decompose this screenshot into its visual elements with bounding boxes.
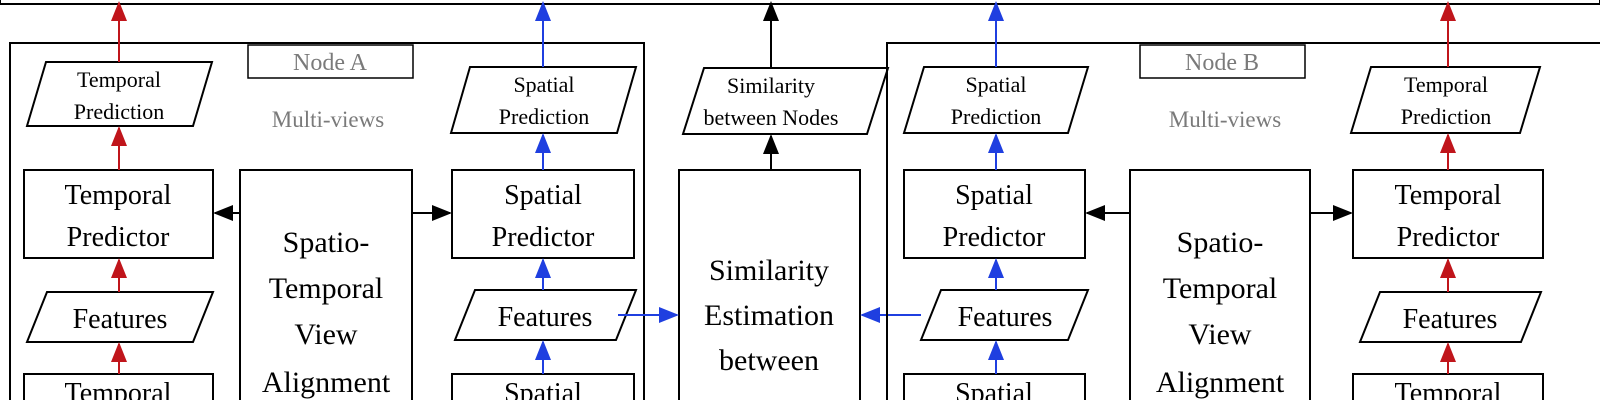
node-b-temporal-prediction-line2: Prediction xyxy=(1401,104,1491,129)
top-output-bar xyxy=(0,0,1600,5)
similarity-estimation-box xyxy=(678,169,861,400)
similarity-estimation-line3: between xyxy=(719,344,819,377)
node-b-spatial-features-box xyxy=(919,289,1090,341)
node-b-temporal-features-box xyxy=(1358,291,1543,343)
node-a-temporal-prediction-line2: Prediction xyxy=(74,99,164,124)
node-a-alignment-line2: Temporal xyxy=(269,272,384,305)
node-b-alignment-line3: View xyxy=(1188,318,1252,351)
node-b-temporal-features: Features xyxy=(1403,304,1498,335)
node-b-spatial-predictor-line2: Predictor xyxy=(943,222,1046,253)
node-b-border xyxy=(886,42,1600,400)
node-b-spatial-prediction-box xyxy=(902,66,1090,134)
node-b-alignment-line4: Alignment xyxy=(1156,366,1285,399)
similarity-estimation-line2: Estimation xyxy=(704,299,834,332)
similarity-output-line2: between Nodes xyxy=(703,105,838,130)
node-b-spatial-input: Spatial xyxy=(955,378,1033,400)
node-b-temporal-predictor-line2: Predictor xyxy=(1397,222,1500,253)
node-b-temporal-prediction-line1: Temporal xyxy=(1404,72,1488,97)
node-b-alignment-line1: Spatio- xyxy=(1177,226,1264,259)
node-a-spatial-predictor-box xyxy=(451,169,635,259)
node-a-title-box xyxy=(247,44,414,79)
node-a-border xyxy=(9,42,645,400)
node-a-temporal-features: Features xyxy=(73,304,168,335)
node-a-alignment-line1: Spatio- xyxy=(283,226,370,259)
node-b-temporal-input: Temporal xyxy=(1395,378,1502,400)
node-b-alignment-line2: Temporal xyxy=(1163,272,1278,305)
node-a-title: Node A xyxy=(293,50,368,76)
node-a-spatial-prediction-line2: Prediction xyxy=(499,104,589,129)
similarity-output-line1: Similarity xyxy=(727,73,815,98)
node-a-spatial-features: Features xyxy=(498,302,593,333)
node-b-temporal-predictor-line1: Temporal xyxy=(1395,180,1502,211)
node-a-temporal-prediction-box xyxy=(25,61,214,127)
node-a-temporal-predictor-line1: Temporal xyxy=(65,180,172,211)
node-a-spatial-features-box xyxy=(453,289,638,341)
node-b-spatial-prediction-line1: Spatial xyxy=(965,72,1026,97)
node-b-spatial-predictor-line1: Spatial xyxy=(955,180,1033,211)
node-b-temporal-prediction-box xyxy=(1349,66,1542,134)
node-b-spatial-predictor-box xyxy=(903,169,1086,259)
node-a-subtitle: Multi-views xyxy=(272,107,384,132)
node-a-alignment-line3: View xyxy=(294,318,358,351)
node-b-spatial-features: Features xyxy=(958,302,1053,333)
node-b-panel: Node B Multi-views Spatial Prediction Te… xyxy=(886,42,1600,400)
node-a-temporal-predictor-line2: Predictor xyxy=(67,222,170,253)
node-b-temporal-predictor-box xyxy=(1352,169,1544,259)
node-a-spatial-input: Spatial xyxy=(504,378,582,400)
node-b-title: Node B xyxy=(1185,50,1259,76)
node-a-spatial-prediction-line1: Spatial xyxy=(513,72,574,97)
node-a-temporal-prediction-line1: Temporal xyxy=(77,67,161,92)
node-b-spatial-input-box xyxy=(903,373,1086,400)
node-a-panel: Node A Multi-views Temporal Prediction S… xyxy=(9,42,645,400)
node-a-alignment-line4: Alignment xyxy=(262,366,391,399)
node-a-alignment-box xyxy=(239,169,413,400)
node-a-temporal-input: Temporal xyxy=(65,378,172,400)
node-a-temporal-features-box xyxy=(25,291,215,343)
node-a-spatial-predictor-line2: Predictor xyxy=(492,222,595,253)
node-a-spatial-prediction-box xyxy=(449,66,638,134)
node-b-alignment-box xyxy=(1129,169,1311,400)
node-b-title-box xyxy=(1139,44,1306,79)
node-b-spatial-prediction-line2: Prediction xyxy=(951,104,1041,129)
similarity-output-box xyxy=(681,67,890,135)
node-a-temporal-predictor-box xyxy=(23,169,214,259)
similarity-estimation-line1: Similarity xyxy=(709,254,829,287)
node-a-spatial-predictor-line1: Spatial xyxy=(504,180,582,211)
node-b-subtitle: Multi-views xyxy=(1169,107,1281,132)
